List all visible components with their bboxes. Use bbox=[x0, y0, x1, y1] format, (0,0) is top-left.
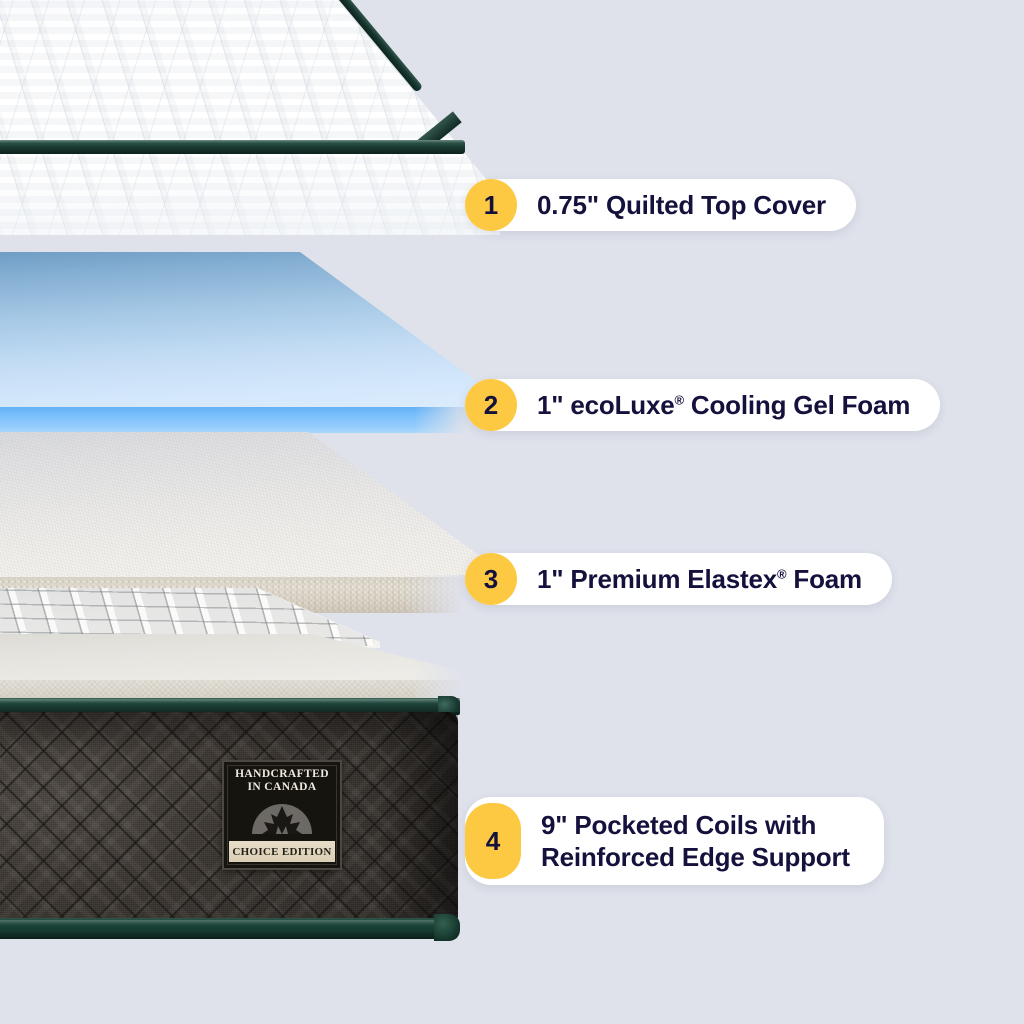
badge-banner: CHOICE EDITION bbox=[229, 841, 335, 862]
mattress-bottom-piping-cap bbox=[434, 914, 460, 941]
callout-3[interactable]: 3 1" Premium Elastex® Foam bbox=[465, 553, 892, 605]
callout-2-label-pre: 1" ecoLuxe bbox=[537, 390, 675, 420]
callout-1-label: 0.75" Quilted Top Cover bbox=[537, 190, 826, 220]
callout-3-label-pre: 1" Premium Elastex bbox=[537, 564, 777, 594]
quilted-top-surface bbox=[0, 0, 500, 235]
mattress-bottom-piping bbox=[0, 918, 458, 939]
registered-trademark-icon: ® bbox=[674, 392, 685, 408]
callout-1-pill[interactable]: 1 0.75" Quilted Top Cover bbox=[465, 179, 856, 231]
badge-inner-border bbox=[227, 765, 337, 865]
badge-title-line1: HANDCRAFTED bbox=[235, 768, 329, 780]
maple-leaf-icon bbox=[252, 804, 312, 834]
callout-1[interactable]: 1 0.75" Quilted Top Cover bbox=[465, 179, 856, 231]
callout-2-number: 2 bbox=[465, 379, 517, 431]
top-cover-piping-front bbox=[0, 140, 465, 154]
handcrafted-in-canada-badge: HANDCRAFTED IN CANADA CHOICE EDITION bbox=[222, 760, 342, 870]
callout-2-label-post: Cooling Gel Foam bbox=[683, 390, 911, 420]
callout-3-label: 1" Premium Elastex® Foam bbox=[537, 563, 862, 595]
side-panel-edge-shading bbox=[380, 712, 458, 926]
callout-4-label-line2: Reinforced Edge Support bbox=[541, 842, 850, 872]
registered-trademark-icon: ® bbox=[776, 566, 787, 582]
callout-4-label-line1: 9" Pocketed Coils with bbox=[541, 810, 817, 840]
callout-3-number: 3 bbox=[465, 553, 517, 605]
quilt-shading bbox=[0, 0, 500, 235]
layer-quilted-top-cover bbox=[0, 0, 500, 240]
callout-4[interactable]: 4 9" Pocketed Coils with Reinforced Edge… bbox=[465, 797, 884, 885]
badge-title-line2: IN CANADA bbox=[247, 781, 317, 793]
callout-3-label-post: Foam bbox=[786, 564, 862, 594]
callout-3-pill[interactable]: 3 1" Premium Elastex® Foam bbox=[465, 553, 892, 605]
callout-2-pill[interactable]: 2 1" ecoLuxe® Cooling Gel Foam bbox=[465, 379, 941, 431]
elastex-surface-texture bbox=[0, 432, 505, 580]
layer-elastex-foam bbox=[0, 432, 520, 622]
callout-4-pill[interactable]: 4 9" Pocketed Coils with Reinforced Edge… bbox=[465, 797, 884, 885]
callout-1-number: 1 bbox=[465, 179, 517, 231]
mattress-top-piping-cap bbox=[438, 696, 460, 717]
layer-pocketed-coils bbox=[0, 588, 560, 958]
callout-2[interactable]: 2 1" ecoLuxe® Cooling Gel Foam bbox=[465, 379, 941, 431]
callout-2-label: 1" ecoLuxe® Cooling Gel Foam bbox=[537, 389, 910, 421]
foam-encasement-fade bbox=[415, 632, 515, 710]
badge-title: HANDCRAFTED IN CANADA bbox=[224, 768, 340, 794]
callout-4-number: 4 bbox=[465, 803, 521, 879]
layer-cooling-gel-foam bbox=[0, 252, 520, 437]
callout-4-label: 9" Pocketed Coils with Reinforced Edge S… bbox=[541, 809, 850, 873]
side-panel-top-shading bbox=[0, 712, 458, 752]
mattress-top-piping bbox=[0, 698, 460, 715]
elastex-top-surface bbox=[0, 432, 505, 580]
gel-foam-top-surface bbox=[0, 252, 505, 410]
